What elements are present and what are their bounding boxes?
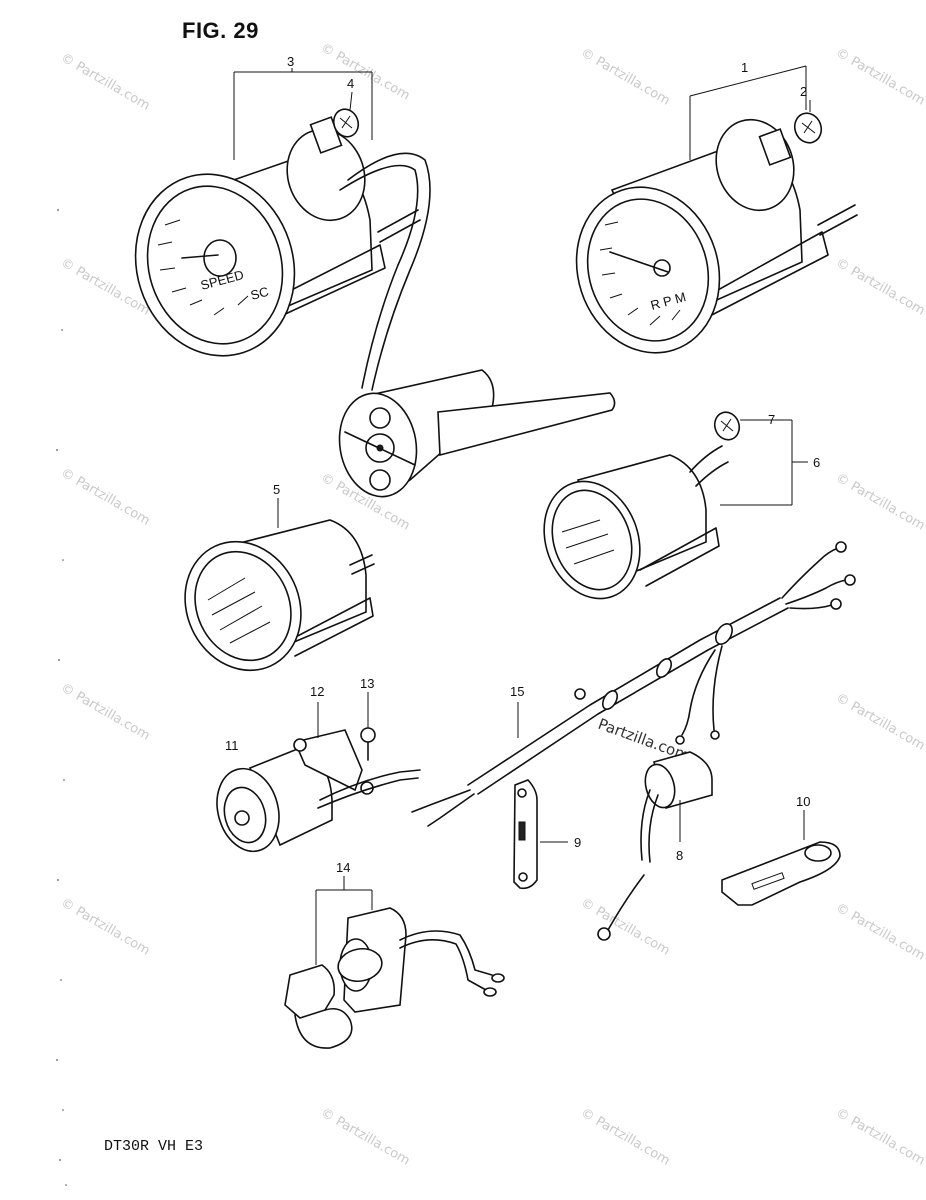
watermark-text: © Partzilla.com xyxy=(578,1105,672,1168)
callout-12: 12 xyxy=(310,684,324,699)
trim-meter-assembly xyxy=(184,519,375,672)
callout-10: 10 xyxy=(796,794,810,809)
connector-8 xyxy=(597,751,713,941)
bulb-4 xyxy=(332,108,360,138)
plate-9 xyxy=(513,779,538,890)
callout-labels: 1 2 3 4 5 6 7 8 9 10 11 12 13 14 15 xyxy=(225,54,820,875)
speedometer-assembly: SPEED SC xyxy=(134,116,431,391)
bracket-10 xyxy=(721,841,841,906)
watermark-text: © Partzilla.com xyxy=(58,895,152,958)
watermark-text: © Partzilla.com xyxy=(58,465,152,528)
callout-14: 14 xyxy=(336,860,350,875)
watermark-text: © Partzilla.com xyxy=(833,1105,926,1168)
callout-11: 11 xyxy=(225,738,239,753)
watermark-text: © Partzilla.com xyxy=(578,45,672,108)
callout-9: 9 xyxy=(574,835,581,850)
watermark-text: © Partzilla.com xyxy=(318,1105,412,1168)
tachometer-assembly: R P M xyxy=(575,118,858,354)
callout-5: 5 xyxy=(273,482,280,497)
watermark-text: © Partzilla.com xyxy=(58,680,152,743)
watermark-text: © Partzilla.com xyxy=(833,470,926,533)
leader-lines xyxy=(233,65,811,965)
bulb-2 xyxy=(793,112,823,144)
callout-1: 1 xyxy=(741,60,748,75)
watermark-text: © Partzilla.com xyxy=(833,690,926,753)
callout-7: 7 xyxy=(768,412,775,427)
dial-text: SC xyxy=(249,284,270,303)
meter-6-assembly xyxy=(543,445,729,600)
figure-title: FIG. 29 xyxy=(182,18,259,43)
model-code: DT30R VH E3 xyxy=(104,1138,204,1155)
watermark-text: © Partzilla.com xyxy=(58,50,152,113)
callout-15: 15 xyxy=(510,684,524,699)
watermark-text: © Partzilla.com xyxy=(833,45,926,108)
watermark-text: © Partzilla.com xyxy=(833,900,926,963)
buzzer-assembly xyxy=(216,727,421,853)
switch-14 xyxy=(284,907,505,1049)
wiring-harness xyxy=(411,541,856,827)
watermark-text: © Partzilla.com xyxy=(578,895,672,958)
callout-4: 4 xyxy=(347,76,354,91)
callout-2: 2 xyxy=(800,84,807,99)
watermark-text: © Partzilla.com xyxy=(833,255,926,318)
remote-control-lever xyxy=(338,369,616,498)
callout-3: 3 xyxy=(287,54,294,69)
scan-speckle xyxy=(56,209,67,1186)
callout-8: 8 xyxy=(676,848,683,863)
callout-13: 13 xyxy=(360,676,374,691)
callout-6: 6 xyxy=(813,455,820,470)
bulb-7 xyxy=(713,411,741,441)
